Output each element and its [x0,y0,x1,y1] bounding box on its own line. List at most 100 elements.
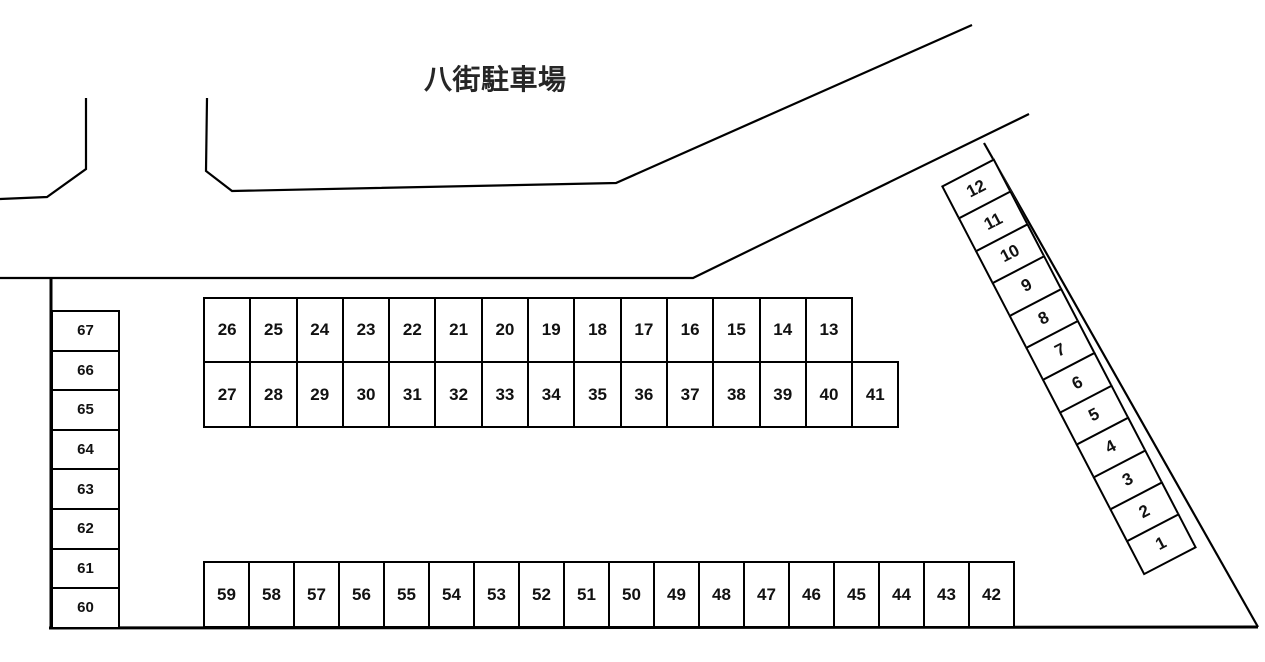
space-number: 34 [541,384,561,404]
space-number: 3 [1118,468,1137,490]
space-number: 41 [865,384,885,404]
parking-space-54: 54 [428,561,475,628]
space-number: 1 [1152,533,1170,555]
parking-space-62: 62 [51,507,120,550]
space-number: 51 [577,584,596,604]
parking-space-28: 28 [249,361,298,428]
parking-space-49: 49 [653,561,700,628]
map-title: 八街駐車場 [424,64,567,95]
space-number: 10 [997,240,1023,267]
space-number: 22 [402,320,422,339]
parking-space-40: 40 [804,361,854,428]
parking-space-64: 64 [51,428,120,471]
parking-space-34: 34 [527,361,576,428]
space-number: 35 [588,384,607,404]
space-number: 42 [982,584,1001,604]
space-number: 66 [77,361,94,379]
parking-space-41: 41 [851,361,900,428]
parking-space-47: 47 [743,561,790,628]
parking-space-65: 65 [51,389,120,431]
space-number: 18 [588,320,607,339]
space-number: 16 [680,320,700,339]
space-number: 53 [487,584,506,604]
parking-space-61: 61 [51,547,120,590]
parking-space-39: 39 [758,361,807,428]
space-number: 6 [1068,371,1086,394]
space-number: 26 [217,320,237,339]
parking-space-13: 13 [804,297,854,363]
parking-space-19: 19 [527,297,576,363]
space-number: 48 [712,584,731,604]
parking-space-36: 36 [619,361,668,428]
parking-space-53: 53 [473,561,520,628]
space-number: 47 [757,584,776,604]
space-number: 7 [1051,339,1069,361]
space-number: 61 [77,559,94,577]
space-number: 23 [356,320,376,339]
parking-space-66: 66 [51,349,120,392]
space-number: 27 [217,384,237,404]
road-edge-lot-top [0,113,1030,280]
space-number: 9 [1018,274,1036,297]
space-number: 45 [847,584,866,604]
space-number: 25 [263,320,283,339]
space-number: 67 [77,322,94,340]
space-number: 24 [310,320,330,339]
parking-space-38: 38 [712,361,761,428]
space-number: 56 [352,584,371,604]
parking-space-42: 42 [968,561,1015,628]
parking-space-52: 52 [518,561,565,628]
space-number: 44 [892,584,911,604]
space-number: 43 [937,584,956,604]
space-number: 31 [402,384,422,404]
parking-space-48: 48 [698,561,745,628]
space-number: 54 [442,584,461,604]
space-number: 28 [263,384,283,404]
space-number: 36 [634,384,654,404]
space-number: 12 [963,175,990,202]
parking-space-33: 33 [480,361,530,428]
parking-space-17: 17 [619,297,668,363]
space-number: 63 [77,480,94,498]
parking-space-55: 55 [383,561,430,628]
parking-space-60: 60 [51,587,120,629]
parking-space-30: 30 [341,361,391,428]
space-number: 55 [397,584,416,604]
space-group-left-column: 67 66 65 64 63 62 61 60 [51,310,120,629]
parking-space-44: 44 [878,561,925,628]
space-number: 60 [77,599,94,617]
parking-space-24: 24 [295,297,344,363]
parking-space-67: 67 [51,310,120,352]
space-number: 21 [449,320,469,339]
parking-space-22: 22 [388,297,437,363]
parking-space-25: 25 [249,297,298,363]
parking-space-26: 26 [203,297,252,363]
space-number: 46 [802,584,821,604]
parking-space-18: 18 [573,297,622,363]
parking-space-50: 50 [608,561,655,628]
parking-space-45: 45 [833,561,880,628]
parking-space-63: 63 [51,468,120,510]
space-number: 17 [634,320,654,339]
space-number: 32 [449,384,469,404]
road-edge-upper [204,23,973,193]
parking-space-46: 46 [788,561,835,628]
space-number: 19 [541,320,561,339]
parking-space-58: 58 [248,561,295,628]
parking-space-23: 23 [341,297,391,363]
parking-space-56: 56 [338,561,385,628]
space-number: 37 [680,384,700,404]
parking-space-27: 27 [203,361,252,428]
parking-space-51: 51 [563,561,610,628]
space-number: 20 [495,320,515,339]
space-number: 5 [1085,404,1103,426]
space-number: 52 [532,584,551,604]
space-number: 57 [307,584,326,604]
space-number: 65 [77,401,94,419]
space-number: 11 [980,208,1006,234]
space-number: 4 [1102,436,1120,458]
parking-space-31: 31 [388,361,437,428]
parking-space-21: 21 [434,297,483,363]
